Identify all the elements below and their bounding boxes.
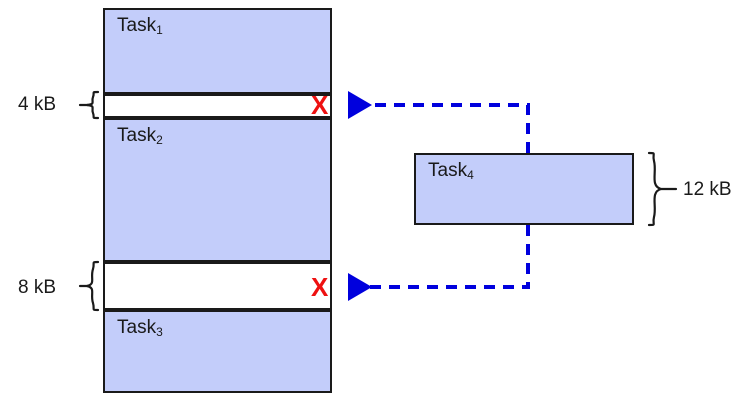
memory-hole-4kb bbox=[103, 94, 332, 118]
incoming-task4-label: Task4 bbox=[428, 160, 474, 182]
reject-x-icon-4kb: X bbox=[311, 90, 329, 120]
brace-12kb bbox=[647, 151, 678, 227]
hole-4kb-size-label: 4 kB bbox=[18, 94, 57, 115]
memory-block-task1-label: Task1 bbox=[117, 15, 163, 37]
hole-8kb-size-label: 8 kB bbox=[18, 277, 57, 298]
memory-block-task2: Task2 bbox=[103, 118, 332, 262]
memory-hole-8kb bbox=[103, 262, 332, 310]
memory-block-task2-label: Task2 bbox=[117, 125, 163, 147]
task4-size-label: 12 kB bbox=[683, 179, 732, 200]
arrow-task4-to-hole-8kb bbox=[348, 225, 530, 301]
reject-x-icon-8kb: X bbox=[311, 272, 329, 302]
memory-block-task3: Task3 bbox=[103, 310, 332, 393]
incoming-task4-box: Task4 bbox=[414, 153, 634, 225]
memory-block-task3-label: Task3 bbox=[117, 317, 163, 339]
arrow-task4-to-hole-4kb bbox=[348, 91, 530, 153]
memory-block-task1: Task1 bbox=[103, 8, 332, 94]
memory-column: Task1 Task2 Task3 bbox=[103, 8, 332, 393]
brace-8kb bbox=[78, 260, 100, 312]
brace-4kb bbox=[78, 90, 100, 120]
